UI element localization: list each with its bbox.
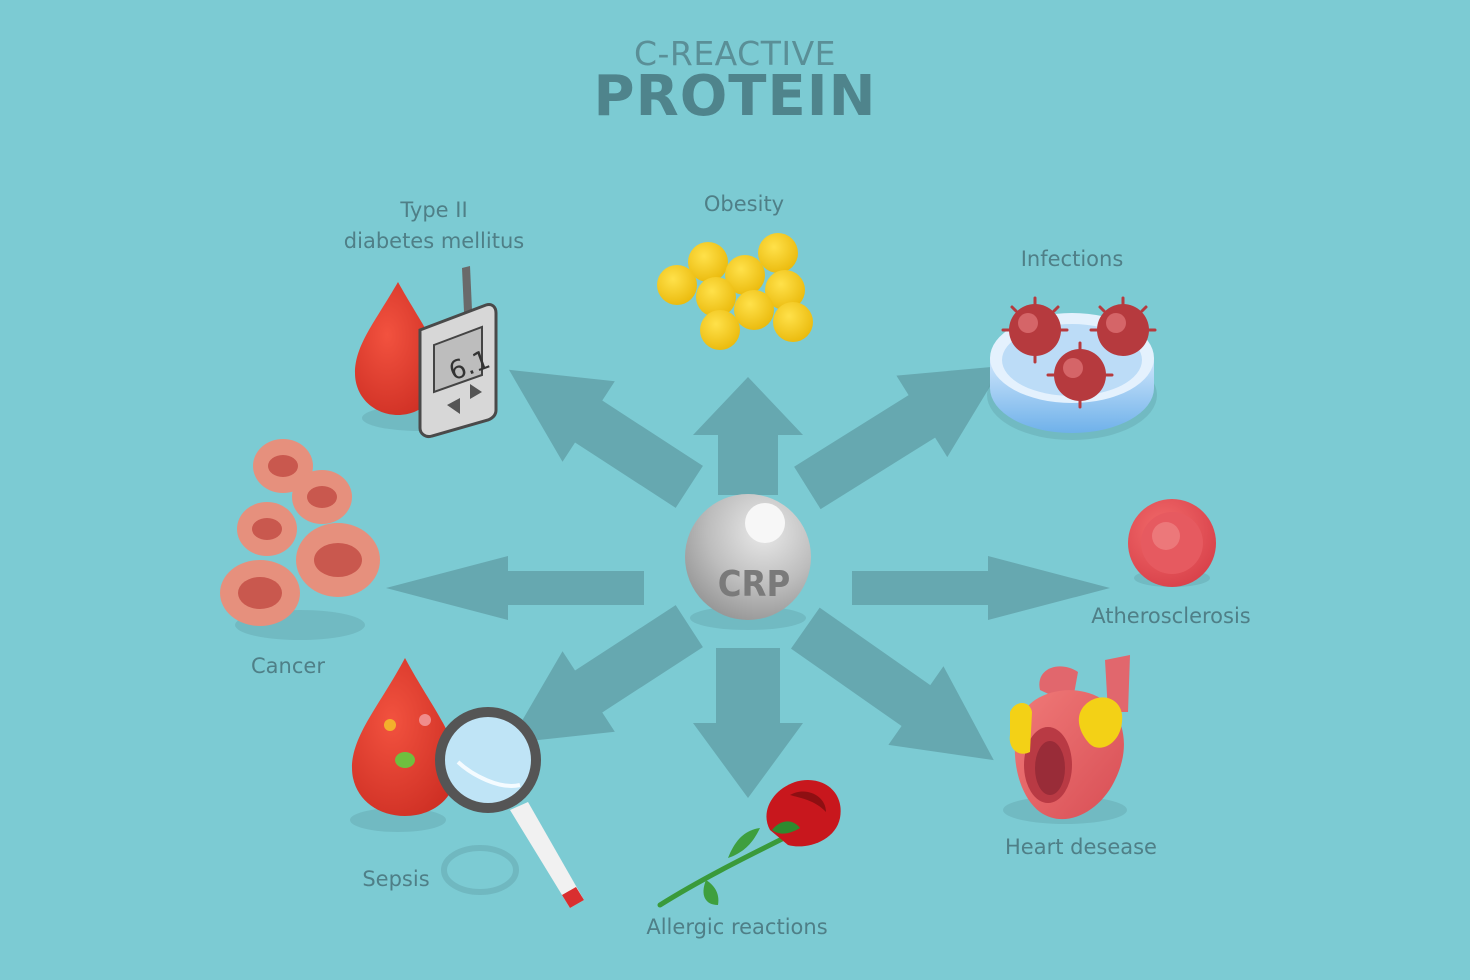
title-line-1: C-REACTIVE — [633, 34, 837, 73]
heart-icon — [1003, 655, 1130, 824]
arrows — [386, 366, 1110, 798]
arrow-obesity — [693, 377, 803, 495]
glucose-meter-icon: 6.1 — [355, 266, 498, 438]
cancer-cells-icon — [220, 439, 380, 640]
arrow-allergic — [693, 648, 803, 798]
label-heart: Heart desease — [1005, 835, 1157, 859]
blood-cell-icon — [1128, 499, 1216, 587]
center-label: CRP — [718, 564, 790, 605]
label-cancer: Cancer — [251, 654, 325, 678]
arrow-infections — [794, 366, 1003, 510]
label-infections: Infections — [1020, 247, 1124, 271]
rose-icon — [657, 779, 841, 908]
magnifier-blood-drop-icon — [350, 658, 584, 908]
arrow-cancer — [386, 556, 644, 620]
arrow-diabetes — [508, 369, 703, 508]
title-line-2: PROTEIN — [593, 64, 877, 129]
arrow-sepsis — [508, 605, 703, 744]
label-allergic: Allergic reactions — [646, 915, 828, 939]
arrow-heart — [791, 607, 994, 761]
label-diabetes: Type II diabetes mellitus — [343, 198, 525, 253]
label-atherosclerosis: Atherosclerosis — [1091, 604, 1251, 628]
crp-sphere — [685, 494, 811, 630]
label-obesity: Obesity — [703, 192, 785, 216]
petri-dish-virus-icon — [987, 296, 1157, 440]
fat-cells-icon — [657, 233, 813, 350]
label-sepsis: Sepsis — [362, 867, 430, 891]
arrow-atherosclerosis — [852, 556, 1110, 620]
